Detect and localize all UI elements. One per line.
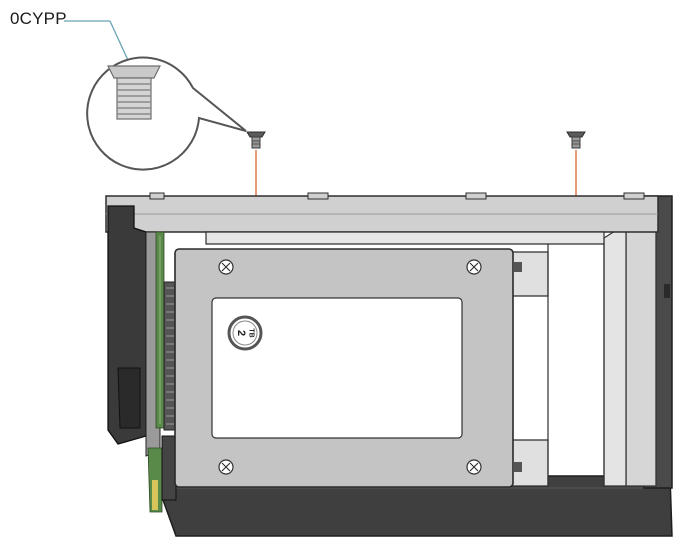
drive-connector — [163, 281, 177, 431]
drive-screw-icon — [218, 259, 234, 275]
capacity-badge-icon: 2 TB — [227, 315, 263, 351]
screw-guide-lines — [255, 150, 577, 196]
drive-screw-icon — [466, 259, 482, 275]
capacity-number: 2 — [235, 330, 247, 336]
drive-carrier — [105, 192, 673, 537]
drive-screw-icon — [218, 459, 234, 475]
screw-magnification-callout — [86, 56, 247, 171]
magnified-screw-icon — [107, 65, 161, 120]
countersunk-screw-icon — [566, 131, 586, 149]
screw-part-number-label: 0CYPP — [10, 9, 67, 28]
capacity-unit: TB — [248, 328, 255, 337]
drive-screw-icon — [466, 459, 482, 475]
countersunk-screw-icon — [246, 131, 266, 149]
hard-drive: 2 TB — [163, 248, 514, 488]
